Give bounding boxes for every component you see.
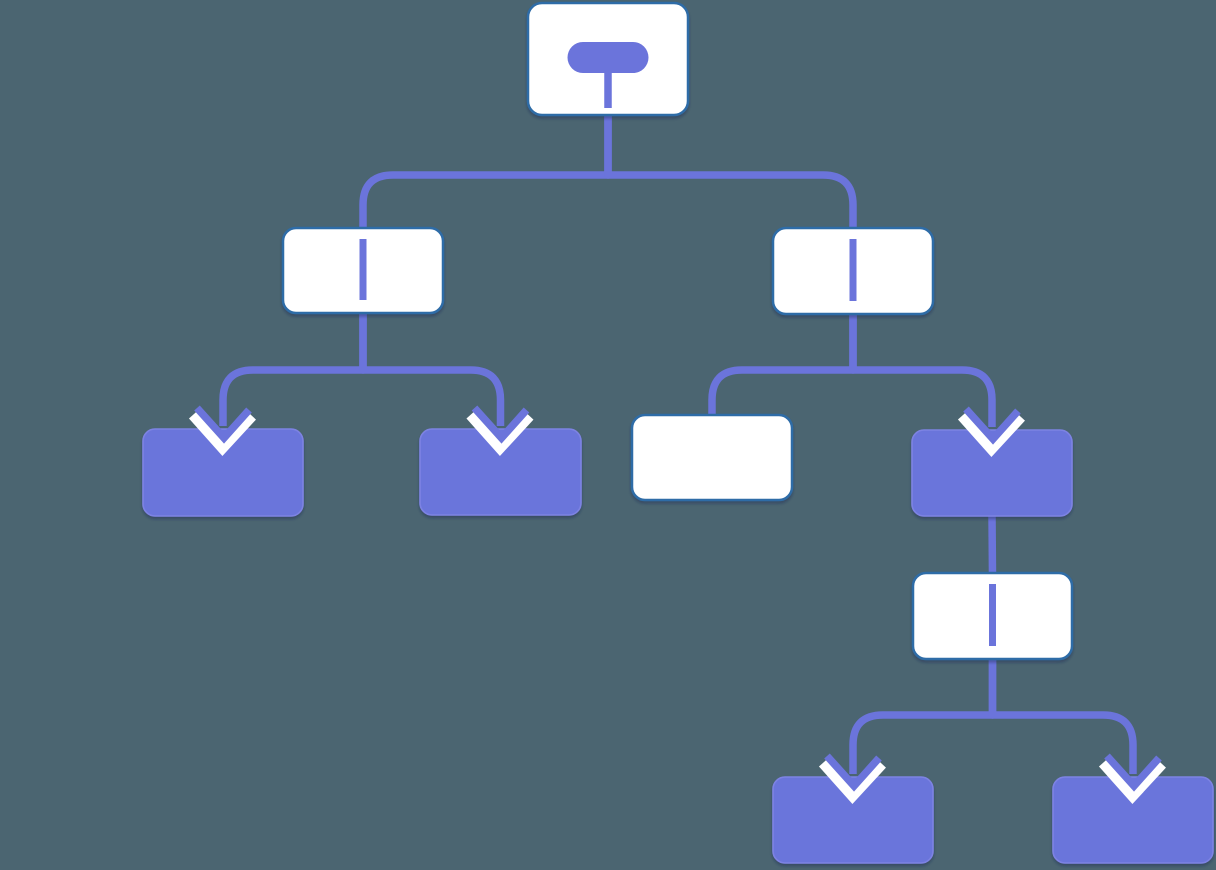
connector-branch-right-task-plain [708,314,857,418]
chevron-double-down-icon [188,405,256,457]
chevron-tip [824,753,882,792]
connector-branch-right-mid-purple [849,314,996,427]
node-leaf-4[interactable] [1052,776,1214,864]
chevron-double-down-icon [818,753,886,805]
chevron-casing [1098,757,1166,805]
connector-branch-left-leaf-1 [219,313,367,426]
chevron-casing [188,409,256,457]
connector-mid-purple-branch-lower [988,515,997,577]
arrowhead-layer [188,405,1166,805]
node-branch-left[interactable] [281,226,445,315]
node-leaf-3-body[interactable] [772,776,934,864]
node-mid-purple[interactable] [911,429,1073,517]
connector-branch-left-leaf-2 [359,313,505,426]
node-mid-purple-body[interactable] [911,429,1073,517]
node-leaf-1[interactable] [142,428,304,517]
chevron-double-down-icon [466,405,534,457]
chevron-double-down-icon [1098,753,1166,805]
node-branch-lower[interactable] [911,571,1074,661]
chevron-tip [194,405,252,444]
connector-root-branch-left [359,115,612,231]
connector-branch-lower-leaf-3 [849,659,997,774]
node-task-plain-body[interactable] [630,413,794,502]
node-task-plain[interactable] [630,413,794,502]
node-leaf-1-body[interactable] [142,428,304,517]
connector-branch-lower-leaf-4 [988,659,1137,774]
chevron-casing [818,757,886,805]
node-leaf-2[interactable] [419,428,582,516]
connector-root-branch-right [604,115,857,231]
connector-layer [219,115,1137,774]
chevron-tip [963,406,1021,445]
chevron-tip [471,405,530,444]
node-leaf-2-body[interactable] [419,428,582,516]
node-leaf-3[interactable] [772,776,934,864]
pill-with-stem-icon [567,42,649,73]
node-leaf-4-body[interactable] [1052,776,1214,864]
chevron-casing [466,409,534,457]
node-branch-right[interactable] [771,226,935,316]
chevron-double-down-icon [957,406,1025,458]
node-layer [142,1,1214,864]
chevron-casing [957,410,1025,458]
chevron-tip [1104,753,1162,792]
node-root[interactable] [526,1,690,117]
